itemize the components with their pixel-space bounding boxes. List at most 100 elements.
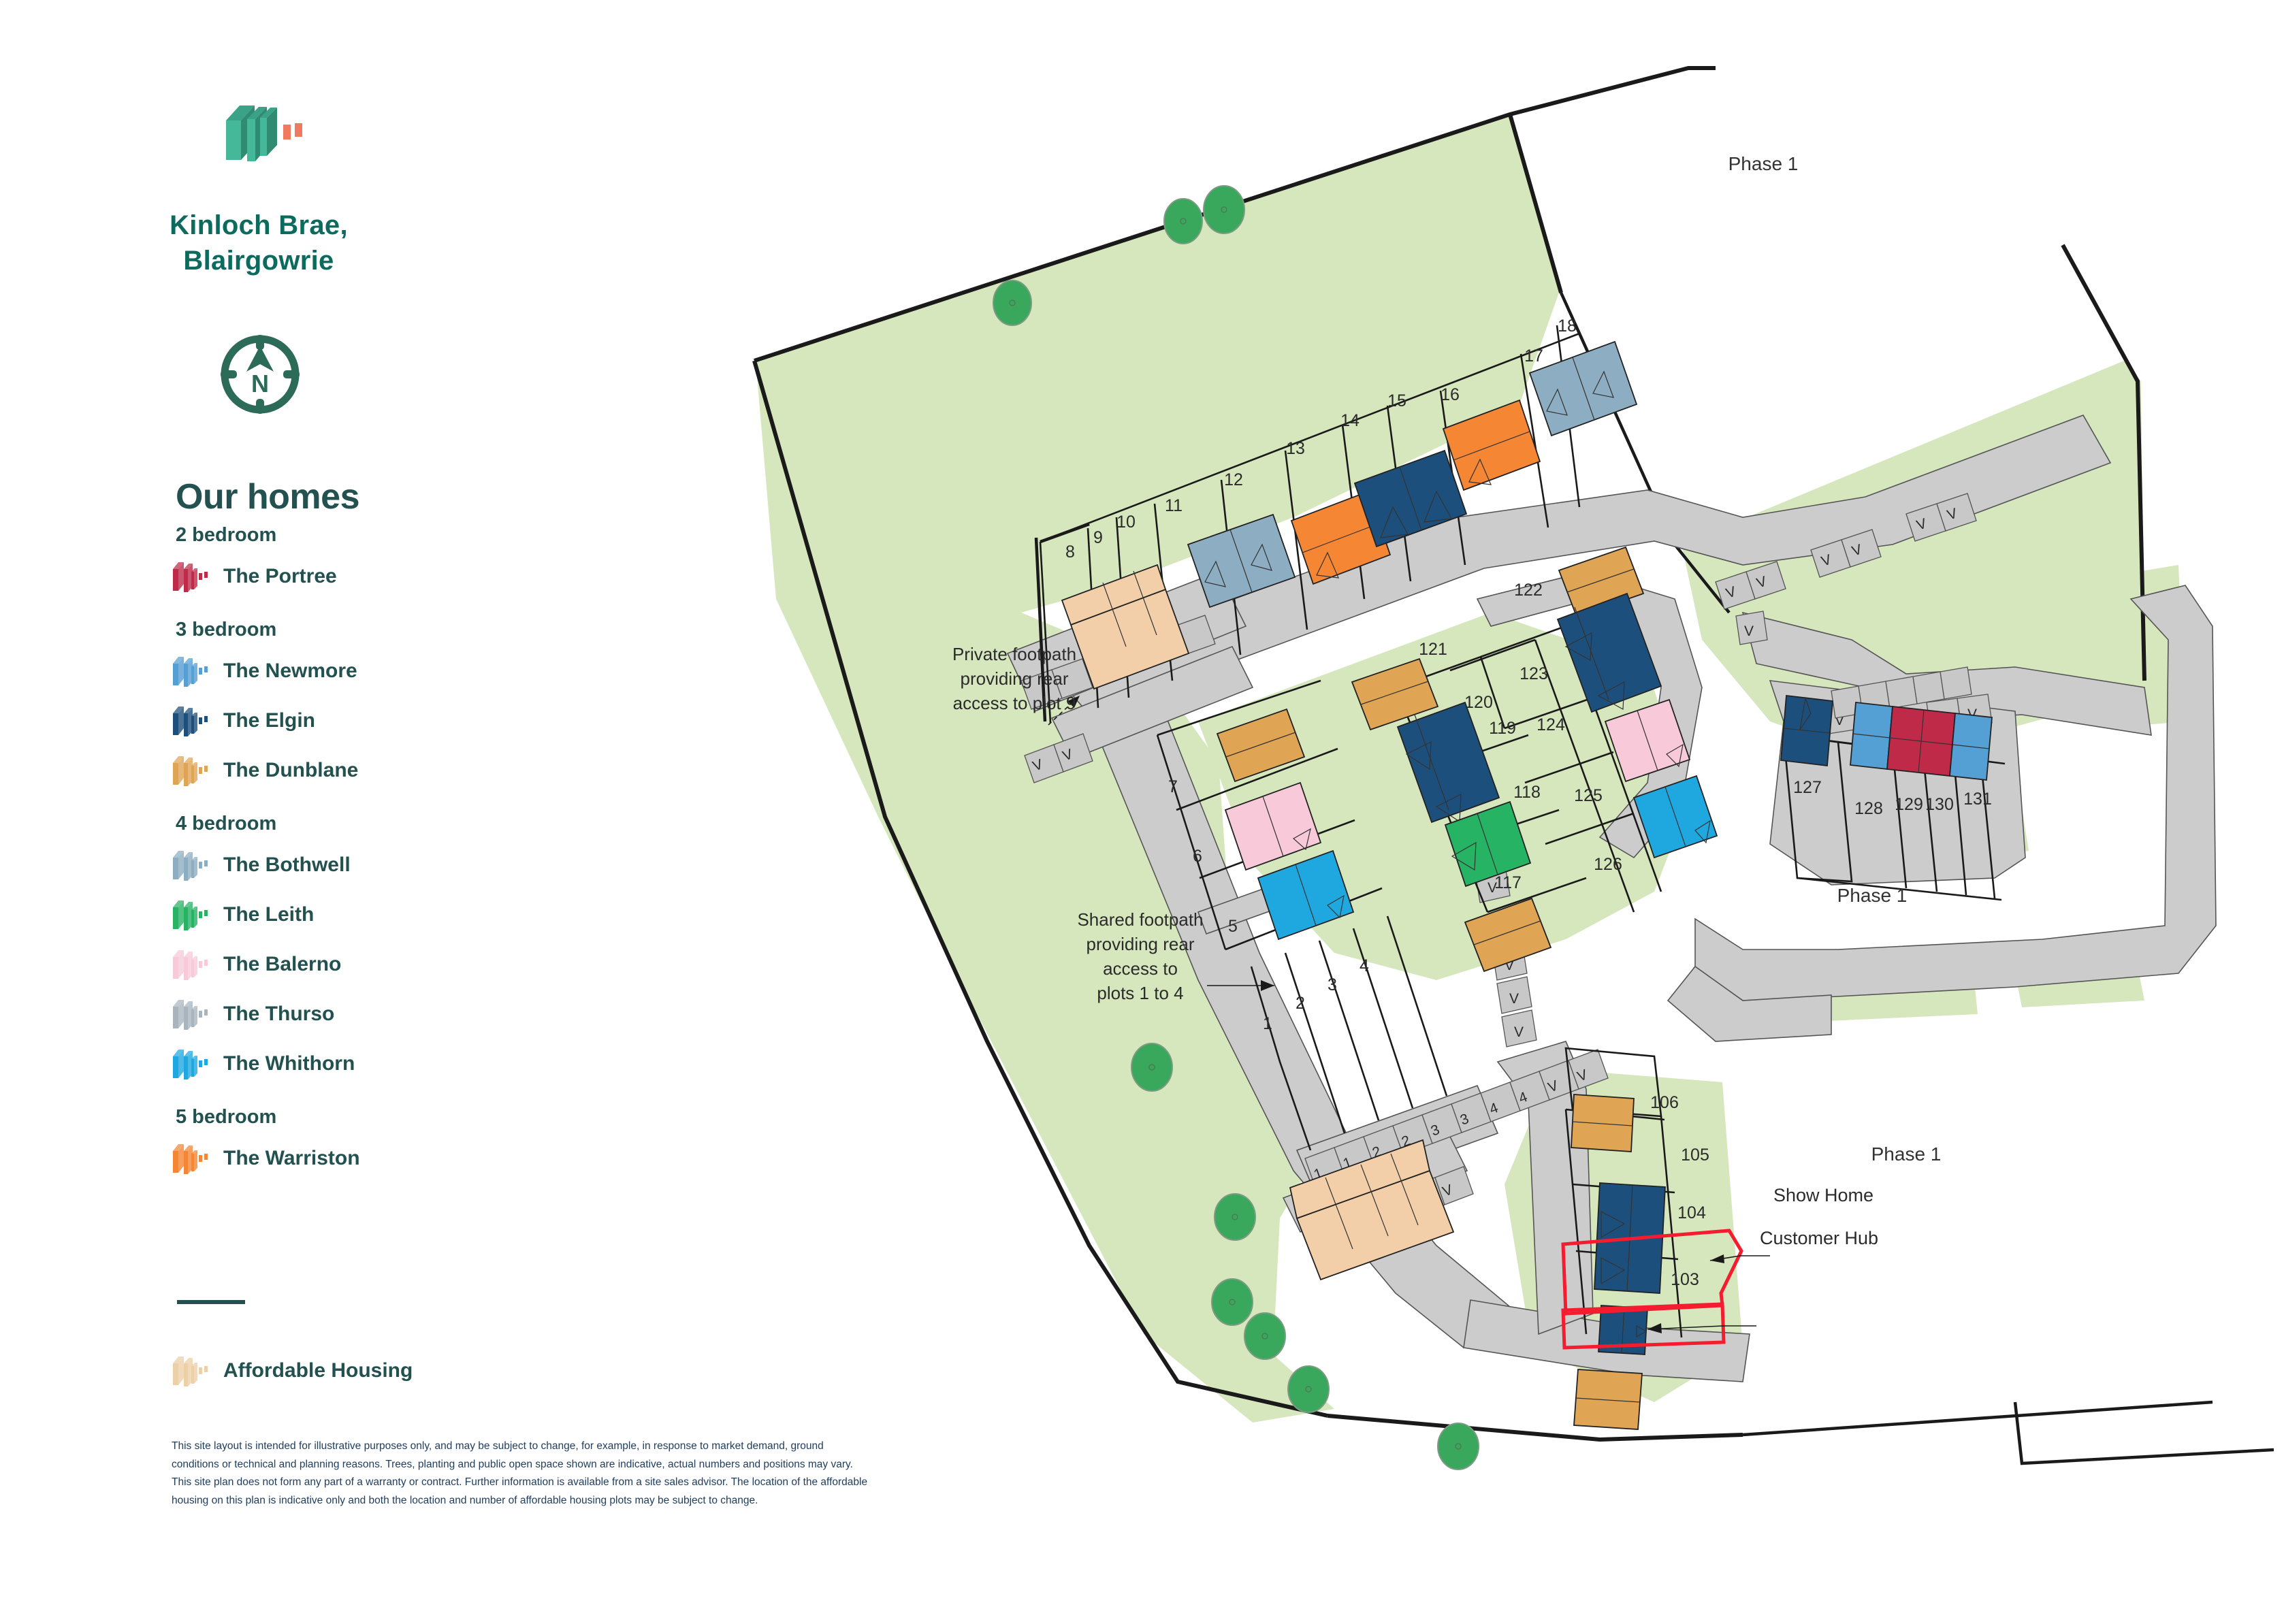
house-plot-11-12[interactable] (1187, 513, 1296, 608)
legend-item-label: The Warriston (223, 1147, 360, 1169)
house-plot-129-130[interactable] (1886, 706, 1956, 777)
house-swatch-icon (172, 559, 211, 594)
legend-item-the-newmore[interactable]: The Newmore (172, 651, 357, 691)
house-plot-117[interactable] (1464, 897, 1552, 973)
house-plot-123-124[interactable] (1556, 592, 1662, 713)
legend-item-the-warriston[interactable]: The Warriston (172, 1139, 360, 1178)
plot-number-11[interactable]: 11 (1165, 496, 1183, 515)
plot-number-121[interactable]: 121 (1419, 640, 1447, 659)
legend-item-the-portree[interactable]: The Portree (172, 557, 337, 596)
house-plot-106[interactable] (1571, 1094, 1635, 1152)
plot-number-130[interactable]: 130 (1925, 795, 1954, 814)
plot-number-129[interactable]: 129 (1895, 795, 1923, 814)
plot-number-125[interactable]: 125 (1574, 786, 1603, 805)
house-plot-131[interactable] (1949, 713, 1993, 781)
legend-item-the-bothwell[interactable]: The Bothwell (172, 845, 351, 885)
house-plot-125[interactable] (1604, 698, 1691, 783)
svg-text:V: V (1945, 506, 1959, 523)
legend-group-title-1: 2 bedroom (176, 524, 277, 546)
plot-number-128[interactable]: 128 (1854, 799, 1883, 818)
phase-label-1: Phase 1 (1728, 153, 1799, 174)
callout-customer-hub: Customer Hub (1760, 1228, 1878, 1248)
legend-item-the-dunblane[interactable]: The Dunblane (172, 751, 358, 790)
svg-text:V: V (1754, 574, 1768, 591)
plot-number-123[interactable]: 123 (1519, 664, 1548, 683)
house-plot-126[interactable] (1632, 775, 1718, 859)
phase-label-2: Phase 1 (1837, 885, 1908, 906)
brand-logo-icon (225, 99, 313, 167)
svg-text:V: V (1850, 542, 1863, 559)
plot-number-6[interactable]: 6 (1193, 847, 1202, 866)
legend-item-the-whithorn[interactable]: The Whithorn (172, 1044, 355, 1084)
disclaimer-text: This site layout is intended for illustr… (172, 1440, 868, 1506)
svg-text:V: V (1744, 623, 1754, 639)
plot-number-7[interactable]: 7 (1168, 777, 1178, 796)
plot-number-117[interactable]: 117 (1494, 873, 1522, 892)
plot-number-14[interactable]: 14 (1340, 411, 1360, 430)
plot-number-10[interactable]: 10 (1116, 513, 1136, 532)
plot-number-103[interactable]: 103 (1671, 1270, 1699, 1289)
house-plot-128[interactable] (1850, 702, 1893, 770)
plot-number-2[interactable]: 2 (1296, 994, 1305, 1013)
legend-item-the-thurso[interactable]: The Thurso (172, 994, 334, 1034)
plot-number-18[interactable]: 18 (1558, 316, 1577, 336)
plot-number-3[interactable]: 3 (1328, 975, 1337, 994)
house-plot-127[interactable] (1780, 694, 1833, 767)
house-plot-17-18[interactable] (1528, 340, 1638, 437)
legend-item-label: The Whithorn (223, 1052, 355, 1075)
plot-number-1[interactable]: 1 (1263, 1014, 1272, 1033)
plot-number-104[interactable]: 104 (1677, 1203, 1706, 1222)
plot-number-17[interactable]: 17 (1524, 346, 1543, 366)
plot-number-4[interactable]: 4 (1360, 956, 1369, 975)
house-plot-14-15[interactable] (1353, 449, 1468, 548)
plot-number-15[interactable]: 15 (1387, 391, 1406, 410)
plot-number-9[interactable]: 9 (1093, 528, 1103, 547)
plot-number-16[interactable]: 16 (1441, 385, 1460, 404)
house-plots-1-4[interactable] (1289, 1139, 1455, 1281)
sidebar: Kinloch Brae, Blairgowrie N Our homes 2 … (0, 0, 899, 1624)
legend-item-label: The Dunblane (223, 759, 359, 781)
house-plot-119-120[interactable] (1396, 701, 1500, 824)
legend-item-the-leith[interactable]: The Leith (172, 895, 314, 935)
plot-number-5[interactable]: 5 (1228, 917, 1238, 936)
plot-number-119[interactable]: 119 (1489, 719, 1516, 738)
plot-number-124[interactable]: 124 (1537, 715, 1565, 734)
house-plot-8-10[interactable] (1061, 564, 1190, 690)
plot-number-126[interactable]: 126 (1594, 855, 1622, 874)
svg-text:V: V (1724, 584, 1737, 602)
legend-item-affordable-housing[interactable]: Affordable Housing (172, 1351, 413, 1391)
house-swatch-icon (172, 947, 211, 981)
house-plot-6[interactable] (1224, 781, 1322, 871)
shared-footpath-leader (1207, 980, 1274, 991)
plot-number-106[interactable]: 106 (1650, 1093, 1679, 1112)
house-plot-121[interactable] (1351, 657, 1439, 731)
plot-number-105[interactable]: 105 (1681, 1146, 1709, 1165)
plot-number-131[interactable]: 131 (1963, 790, 1992, 809)
house-plot-118[interactable] (1444, 800, 1532, 888)
house-plot-7[interactable] (1216, 708, 1306, 783)
plot-number-8[interactable]: 8 (1065, 542, 1075, 562)
plot-number-12[interactable]: 12 (1224, 470, 1243, 489)
plot-number-122[interactable]: 122 (1514, 581, 1543, 600)
house-plot-5[interactable] (1257, 849, 1355, 941)
legend-item-label: The Leith (223, 903, 315, 926)
house-plot-103[interactable] (1573, 1369, 1643, 1430)
private-footpath-leader (1048, 695, 1080, 726)
plot-number-127[interactable]: 127 (1793, 778, 1822, 797)
plot-number-118[interactable]: 118 (1513, 783, 1541, 802)
house-swatch-icon (172, 997, 211, 1031)
house-swatch-icon (172, 654, 211, 688)
plot-number-120[interactable]: 120 (1464, 693, 1493, 712)
plot-number-13[interactable]: 13 (1286, 439, 1305, 458)
site-name-line-2: Blairgowrie (183, 246, 334, 276)
house-swatch-icon (172, 753, 211, 787)
legend-item-the-elgin[interactable]: The Elgin (172, 701, 315, 741)
legend-item-the-balerno[interactable]: The Balerno (172, 945, 341, 984)
svg-text:V: V (1819, 552, 1833, 570)
show-home-leader (1709, 1254, 1770, 1263)
house-plot-16[interactable] (1442, 399, 1541, 491)
